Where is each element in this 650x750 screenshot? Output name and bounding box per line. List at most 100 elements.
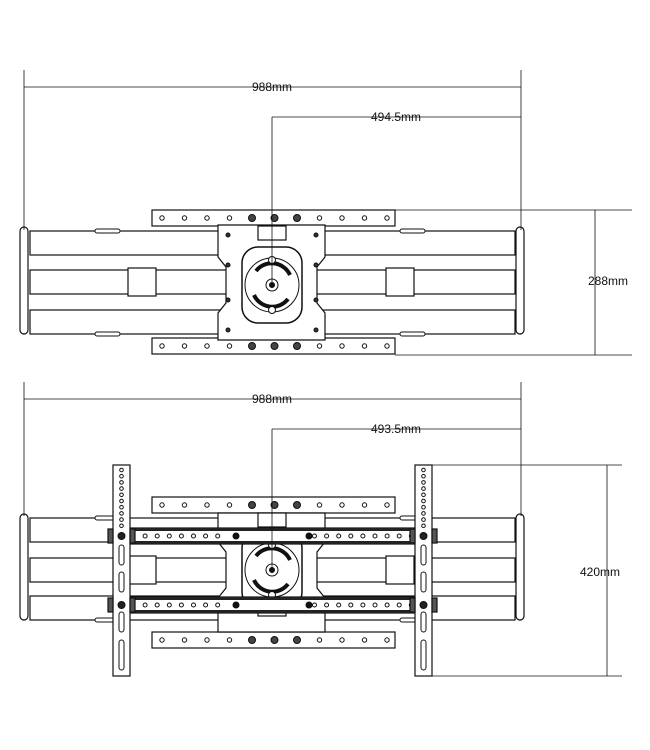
- rail-hole: [226, 637, 233, 643]
- tv-bar-hole: [312, 602, 317, 608]
- bracket-clamp: [129, 528, 136, 544]
- rail-hole: [270, 501, 279, 509]
- left-wall-end-cap: [19, 226, 29, 335]
- left-arm-joint: [127, 555, 157, 585]
- arm-slider-tab: [399, 228, 426, 234]
- rotation-slot-upper: [254, 546, 292, 561]
- rail-hole: [159, 343, 165, 349]
- plate-hole: [313, 297, 319, 303]
- plate-hole: [313, 262, 319, 268]
- rail-hole: [204, 637, 210, 643]
- tv-bar-hole: [336, 602, 342, 608]
- plate-hole: [225, 232, 231, 238]
- tv-bar-hole: [324, 602, 330, 608]
- bracket-hole: [421, 517, 426, 522]
- left-arm-segment: [29, 309, 231, 335]
- pivot-bolt: [268, 306, 276, 314]
- rail-hole: [361, 637, 368, 643]
- bracket-hole: [119, 492, 124, 498]
- tv-vertical-bracket: [112, 464, 131, 677]
- tv-bar-hole: [324, 533, 330, 539]
- bracket-clamp: [107, 597, 114, 613]
- bracket-clamp: [431, 528, 438, 544]
- bracket-hole: [119, 517, 124, 522]
- rail-hole: [339, 215, 345, 221]
- bracket-slot: [118, 544, 125, 566]
- bracket-hole: [119, 511, 124, 516]
- left-arm-joint: [127, 267, 157, 297]
- rail-hole: [248, 501, 256, 509]
- bracket-clamp: [409, 528, 416, 544]
- tv-bar-hole: [178, 533, 184, 539]
- rail-hole: [248, 342, 256, 350]
- rail-hole: [361, 502, 368, 508]
- rail-hole: [339, 502, 345, 508]
- rail-hole: [226, 502, 233, 508]
- rail-hole: [248, 636, 256, 644]
- tv-bar-hole: [396, 533, 402, 539]
- plate-hole: [313, 232, 319, 238]
- tv-bar-hole: [191, 602, 196, 608]
- rail-hole: [159, 502, 165, 508]
- bracket-hole: [119, 498, 124, 504]
- tv-bar-edge: [125, 597, 420, 600]
- bottom-view-mount: [19, 464, 525, 677]
- tv-bar-hole: [191, 533, 196, 539]
- tv-bar-hole: [348, 533, 354, 539]
- bracket-slot: [420, 639, 427, 671]
- bracket-hole: [119, 467, 124, 473]
- bracket-hole: [421, 504, 426, 510]
- bracket-slot: [420, 611, 427, 633]
- tv-bar-hole: [203, 533, 209, 539]
- bracket-hole: [119, 523, 124, 529]
- rail-hole: [181, 215, 188, 221]
- bracket-hole: [421, 486, 426, 491]
- rail-hole: [316, 343, 323, 349]
- tv-vertical-bracket: [414, 464, 433, 677]
- plate-hole: [225, 327, 231, 333]
- top-dimensions: [23, 70, 632, 356]
- rail-hole: [204, 502, 210, 508]
- tv-bar-hole: [142, 533, 148, 539]
- bracket-slot: [118, 571, 125, 593]
- top-view-mount: [19, 209, 525, 355]
- bottom-height-label: 420mm: [580, 565, 620, 579]
- right-arm-joint: [385, 555, 415, 585]
- tv-bar-hole: [154, 602, 160, 608]
- arm-slider-tab: [94, 331, 121, 337]
- bracket-bolt: [419, 532, 428, 540]
- tv-bar-edge: [125, 541, 420, 544]
- rail-hole: [248, 214, 256, 222]
- rail-hole: [384, 637, 390, 643]
- rail-hole: [293, 342, 301, 350]
- tv-bar-bolt: [305, 532, 313, 540]
- tv-bar-hole: [384, 533, 390, 539]
- rail-hole: [316, 637, 323, 643]
- bracket-bolt: [117, 601, 126, 609]
- rail-hole: [226, 343, 233, 349]
- tv-bar-hole: [203, 602, 209, 608]
- rail-hole: [181, 343, 188, 349]
- bracket-hole: [119, 480, 124, 485]
- tv-bar-hole: [372, 602, 378, 608]
- tv-bar-hole: [215, 602, 221, 608]
- bracket-bolt: [419, 601, 428, 609]
- bracket-hole: [421, 498, 426, 504]
- bracket-hole: [421, 473, 426, 479]
- tv-bar-bolt: [232, 601, 240, 609]
- tv-bar-hole: [312, 533, 317, 539]
- bracket-slot: [420, 544, 427, 566]
- bracket-hole: [421, 511, 426, 516]
- rail-hole: [181, 637, 188, 643]
- bracket-hole: [119, 473, 124, 479]
- bottom-dimensions: [23, 382, 622, 677]
- rail-hole: [270, 636, 279, 644]
- right-arm-segment: [314, 230, 516, 256]
- tv-bar-hole: [396, 602, 402, 608]
- tv-bar-hole: [166, 533, 172, 539]
- plate-hole: [225, 262, 231, 268]
- rail-hole: [384, 343, 390, 349]
- arm-slider-tab: [399, 331, 426, 337]
- rail-hole: [204, 343, 210, 349]
